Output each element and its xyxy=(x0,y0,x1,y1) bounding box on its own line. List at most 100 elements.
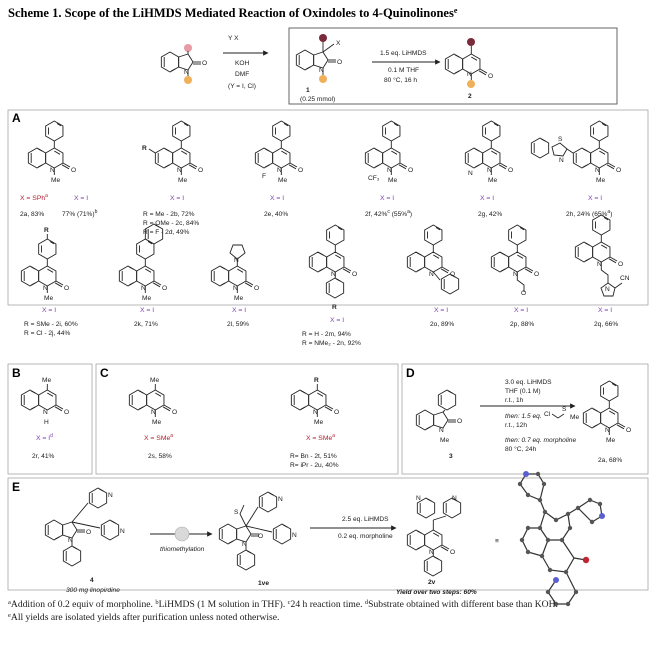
svg-text:Me: Me xyxy=(142,295,151,302)
svg-text:X = I: X = I xyxy=(380,195,394,202)
compound-1ve: S N N O N 1ve xyxy=(218,491,297,587)
svg-text:N: N xyxy=(50,167,55,174)
svg-text:r.t., 12h: r.t., 12h xyxy=(505,422,527,429)
svg-text:2g, 42%: 2g, 42% xyxy=(478,211,502,218)
svg-text:N: N xyxy=(429,271,434,278)
n-substituent-dot xyxy=(184,76,192,84)
svg-text:2e, 40%: 2e, 40% xyxy=(264,211,288,218)
svg-text:N: N xyxy=(559,157,564,164)
svg-text:300 mg linopirdine: 300 mg linopirdine xyxy=(66,587,120,594)
svg-text:3: 3 xyxy=(449,453,453,460)
svg-text:N: N xyxy=(605,286,610,293)
svg-text:F: F xyxy=(262,173,266,180)
svg-text:O: O xyxy=(521,290,526,297)
svg-text:N: N xyxy=(313,409,318,416)
svg-text:O: O xyxy=(618,261,623,268)
svg-text:4: 4 xyxy=(90,577,94,584)
section-d-reaction: O N Me 3 3.0 eq. LiHMDS THF (0.1 M) r.t.… xyxy=(415,379,631,464)
svg-text:O: O xyxy=(352,271,357,278)
compound-box xyxy=(288,27,618,105)
svg-text:O: O xyxy=(162,285,167,292)
svg-text:X = SMea: X = SMea xyxy=(144,433,173,442)
svg-text:R= iPr - 2u, 40%: R= iPr - 2u, 40% xyxy=(290,462,339,469)
svg-text:0.1 M THF: 0.1 M THF xyxy=(388,67,419,74)
section-b-frame xyxy=(7,363,93,475)
svg-text:Me: Me xyxy=(178,177,187,184)
section-c-frame xyxy=(95,363,399,475)
svg-text:2f, 42%c (55%a): 2f, 42%c (55%a) xyxy=(365,209,412,218)
svg-text:1.5 eq. LiHMDS: 1.5 eq. LiHMDS xyxy=(380,50,427,57)
svg-text:S: S xyxy=(234,509,239,516)
svg-text:N: N xyxy=(242,541,247,548)
svg-text:(Y = I, Cl): (Y = I, Cl) xyxy=(228,83,256,90)
svg-text:2h, 24% (65%a): 2h, 24% (65%a) xyxy=(566,209,612,218)
svg-text:R = H - 2m, 94%: R = H - 2m, 94% xyxy=(302,331,351,338)
svg-text:3.0 eq. LiHMDS: 3.0 eq. LiHMDS xyxy=(505,379,552,386)
section-a-label: A xyxy=(12,111,21,125)
svg-text:S: S xyxy=(562,406,567,413)
svg-text:Me: Me xyxy=(44,295,53,302)
svg-text:N: N xyxy=(184,69,189,76)
svg-text:Me: Me xyxy=(42,377,51,384)
svg-text:X = I: X = I xyxy=(140,307,154,314)
svg-text:N: N xyxy=(487,167,492,174)
svg-text:D: D xyxy=(406,366,415,380)
sphere-icon xyxy=(174,526,190,542)
svg-text:N: N xyxy=(292,532,297,539)
svg-text:O: O xyxy=(64,285,69,292)
crystal-structure-image xyxy=(517,471,605,607)
svg-text:2q, 66%: 2q, 66% xyxy=(594,321,618,328)
svg-text:C: C xyxy=(100,366,109,380)
svg-text:77% (71%)b: 77% (71%)b xyxy=(62,209,98,218)
svg-text:N: N xyxy=(319,67,324,74)
svg-text:R = Cl - 2j, 44%: R = Cl - 2j, 44% xyxy=(24,330,70,337)
svg-text:X = I: X = I xyxy=(598,307,612,314)
svg-text:1ve: 1ve xyxy=(258,580,269,587)
header-reaction: O N Y X KOH DMF (Y = I, Cl) X O N 1 (0.2… xyxy=(160,27,618,105)
step-e-conditions: 2.5 eq. LiHMDS 0.2 eq. morpholine xyxy=(310,516,397,540)
svg-text:1: 1 xyxy=(306,87,310,94)
svg-text:O: O xyxy=(298,167,303,174)
svg-text:N: N xyxy=(151,409,156,416)
svg-text:N: N xyxy=(108,492,113,499)
svg-text:N: N xyxy=(468,170,473,177)
svg-text:R: R xyxy=(44,227,49,234)
svg-text:R = NMe₂ - 2n, 92%: R = NMe₂ - 2n, 92% xyxy=(302,340,361,347)
svg-text:O: O xyxy=(334,409,339,416)
svg-text:O: O xyxy=(626,427,631,434)
svg-text:80 °C, 24h: 80 °C, 24h xyxy=(505,445,537,453)
svg-text:R: R xyxy=(142,145,147,152)
svg-text:O: O xyxy=(86,529,91,536)
svg-text:O: O xyxy=(258,533,263,540)
svg-text:O: O xyxy=(172,409,177,416)
svg-text:DMF: DMF xyxy=(235,71,249,78)
compound-3: O N Me 3 xyxy=(415,389,462,460)
svg-text:2p, 88%: 2p, 88% xyxy=(510,321,534,328)
svg-text:N: N xyxy=(605,427,610,434)
svg-text:Me: Me xyxy=(570,414,579,421)
svg-text:O: O xyxy=(337,59,342,66)
svg-text:O: O xyxy=(71,167,76,174)
svg-text:KOH: KOH xyxy=(235,60,250,67)
svg-text:Me: Me xyxy=(440,437,449,444)
svg-text:X = I: X = I xyxy=(514,307,528,314)
svg-text:O: O xyxy=(408,167,413,174)
svg-text:R = F - 2d, 49%: R = F - 2d, 49% xyxy=(143,229,189,236)
svg-text:Me: Me xyxy=(314,419,323,426)
svg-text:2a, 68%: 2a, 68% xyxy=(598,457,622,464)
